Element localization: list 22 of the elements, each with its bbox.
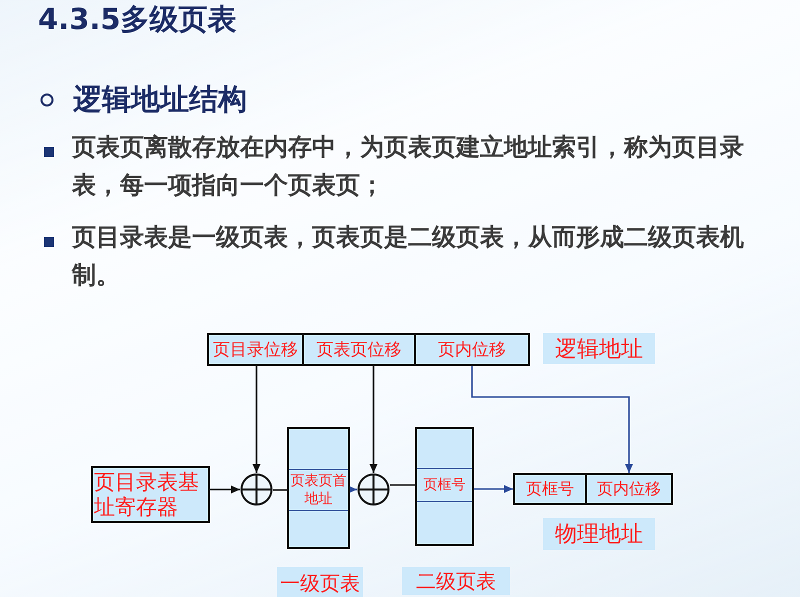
arrow <box>472 485 513 493</box>
arrow <box>348 486 357 494</box>
arrow <box>471 366 633 473</box>
bullet-text: 页目录表是一级页表，页表页是二级页表，从而形成二级页表机制。 <box>72 222 745 291</box>
address-field: 页框号 <box>513 473 587 505</box>
table-label: 二级页表 <box>402 567 510 595</box>
address-field: 页内位移 <box>414 333 530 366</box>
arrow <box>370 366 378 473</box>
table-entry: 页框号 <box>417 468 472 502</box>
section-heading: 逻辑地址结构 <box>73 81 248 118</box>
address-label: 物理地址 <box>543 518 655 550</box>
arrow <box>252 366 260 473</box>
table-label: 一级页表 <box>277 567 363 597</box>
address-field: 页目录位移 <box>207 333 304 366</box>
address-label: 逻辑地址 <box>543 333 655 364</box>
register-box: 页目录表基址寄存器 <box>91 466 210 523</box>
bullet-text: 页表页离散存放在内存中，为页表页建立地址索引，称为页目录表，每一项指向一个页表页； <box>72 132 745 201</box>
table-entry: 页表页首地址 <box>289 469 348 511</box>
address-field: 页表页位移 <box>302 333 416 366</box>
address-field: 页内位移 <box>585 473 673 505</box>
slide-title: 4.3.5多级页表 <box>38 1 237 38</box>
arrow <box>210 486 240 494</box>
